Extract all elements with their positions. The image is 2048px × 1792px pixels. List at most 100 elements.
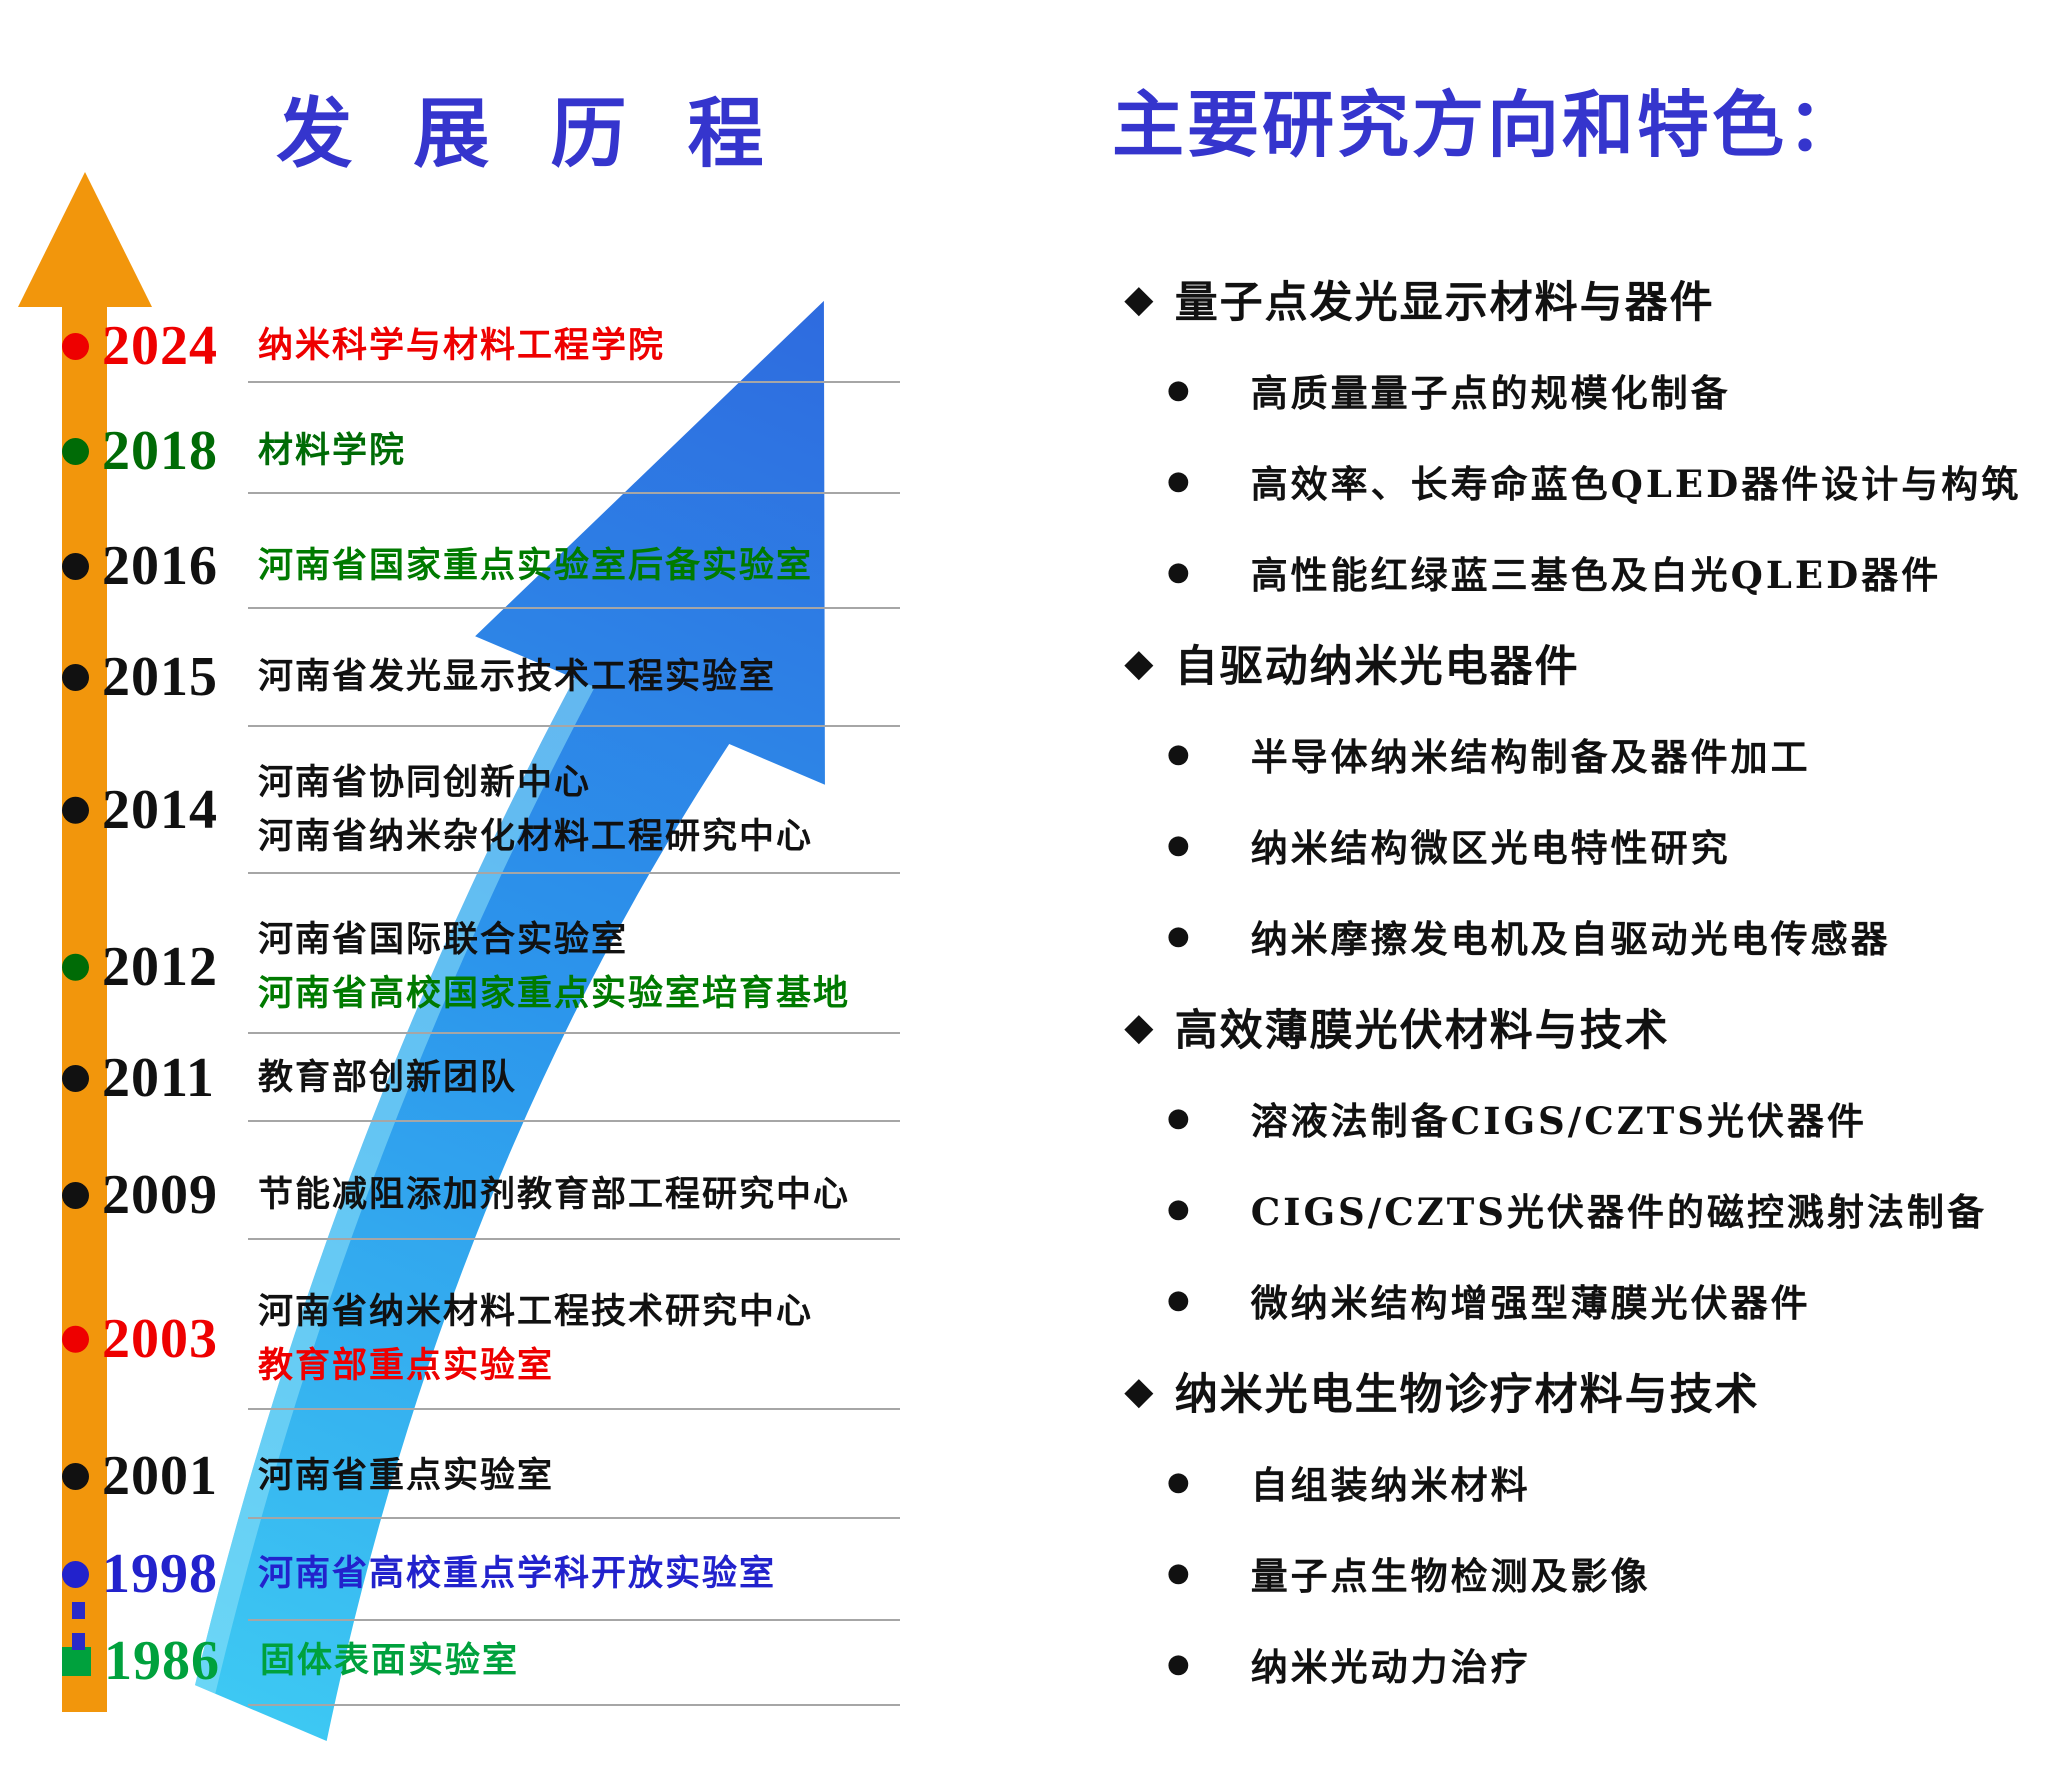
timeline-description: 教育部创新团队: [258, 1051, 517, 1105]
circle-marker-icon: [62, 1560, 89, 1588]
diamond-icon: ◆: [1125, 1005, 1155, 1047]
bullet-icon: ●: [1167, 374, 1193, 405]
research-item: ● 纳米摩擦发电机及自驱动光电传感器: [1125, 890, 2045, 981]
research-item-label: 溶液法制备CIGS/CZTS光伏器件: [1250, 1098, 1867, 1143]
timeline-description-line: 河南省国际联合实验室: [258, 918, 629, 960]
circle-marker-icon: [62, 1462, 89, 1490]
bullet-icon: ●: [1167, 1193, 1193, 1224]
circle-marker-icon: [62, 663, 89, 691]
research-item-label: CIGS/CZTS光伏器件的磁控溅射法制备: [1250, 1189, 1987, 1234]
research-item: ●半导体纳米结构制备及器件加工: [1125, 708, 2045, 799]
research-item: ●微纳米结构增强型薄膜光伏器件: [1125, 1254, 2045, 1345]
timeline-year: 2012: [102, 936, 218, 998]
timeline-divider-line: [248, 607, 900, 609]
research-section-heading: ◆ 高效薄膜光伏材料与技术: [1125, 981, 2045, 1072]
timeline-description-line: 节能减阻添加剂教育部工程研究中心: [258, 1173, 851, 1215]
timeline-description: 纳米科学与材料工程学院: [258, 319, 665, 373]
timeline-description-line: 河南省重点实验室: [258, 1454, 555, 1496]
research-section-heading-label: 高效薄膜光伏材料与技术: [1174, 1006, 1670, 1055]
timeline-entry-2003: 2003 河南省纳米材料工程技术研究中心教育部重点实验室: [62, 1285, 813, 1394]
timeline-description-line: 河南省高校国家重点实验室培育基地: [258, 973, 851, 1014]
bullet-icon: ●: [1167, 556, 1193, 587]
timeline-description: 节能减阻添加剂教育部工程研究中心: [258, 1168, 850, 1222]
timeline-description-line: 教育部创新团队: [258, 1056, 518, 1098]
timeline-axis-arrowhead-icon: [18, 172, 152, 307]
timeline-year: 2011: [102, 1047, 215, 1109]
timeline-description-line: 河南省协同创新中心: [258, 761, 592, 803]
timeline-year: 2018: [102, 420, 218, 482]
diamond-icon: ◆: [1125, 277, 1155, 319]
dashed-connector-square-icon: [72, 1602, 85, 1619]
circle-marker-icon: [62, 437, 89, 465]
timeline-description: 固体表面实验室: [260, 1634, 519, 1688]
timeline-year: 2024: [102, 315, 218, 377]
research-item-label: 自组装纳米材料: [1250, 1462, 1531, 1507]
timeline-description: 材料学院: [258, 424, 406, 478]
timeline-entry-2012: 2012 河南省国际联合实验室河南省高校国家重点实验室培育基地: [62, 913, 850, 1022]
timeline-description-line: 河南省发光显示技术工程实验室: [258, 655, 777, 697]
research-item: ●纳米光动力治疗: [1125, 1618, 2045, 1709]
timeline-title: 发 展 历 程: [276, 92, 784, 177]
circle-marker-icon: [62, 1181, 89, 1209]
research-item: ●量子点生物检测及影像: [1125, 1527, 2045, 1618]
timeline-description: 河南省高校重点学科开放实验室: [258, 1547, 776, 1601]
circle-marker-icon: [62, 1325, 89, 1353]
timeline-divider-line: [248, 872, 900, 874]
research-section-heading-label: 纳米光电生物诊疗材料与技术: [1174, 1370, 1760, 1419]
timeline-entry-2016: 2016 河南省国家重点实验室后备实验室: [62, 534, 813, 598]
circle-marker-icon: [62, 1064, 89, 1092]
timeline-description-line: 河南省国家重点实验室后备实验室: [258, 544, 814, 586]
timeline-year: 2009: [102, 1164, 218, 1226]
timeline-year: 1986: [104, 1630, 220, 1692]
square-marker-icon: [62, 1646, 91, 1676]
research-item: ● 纳米结构微区光电特性研究: [1125, 799, 2045, 890]
bullet-icon: ●: [1167, 829, 1193, 860]
timeline-entry-2009: 2009 节能减阻添加剂教育部工程研究中心: [62, 1163, 850, 1227]
diamond-icon: ◆: [1125, 1369, 1155, 1411]
circle-marker-icon: [62, 552, 89, 580]
timeline-entry-2024: 2024 纳米科学与材料工程学院: [62, 314, 665, 378]
timeline-divider-line: [248, 1704, 900, 1706]
research-section-heading-label: 量子点发光显示材料与器件: [1174, 278, 1715, 327]
timeline-divider-line: [248, 492, 900, 494]
research-item: ● 高效率、长寿命蓝色QLED器件设计与构筑: [1125, 435, 2045, 526]
bullet-icon: ●: [1167, 465, 1193, 496]
timeline-divider-line: [248, 1619, 900, 1621]
timeline-description-line: 河南省高校重点学科开放实验室: [258, 1552, 777, 1594]
timeline-description-line: 固体表面实验室: [260, 1639, 520, 1681]
timeline-description: 河南省协同创新中心河南省纳米杂化材料工程研究中心: [258, 756, 813, 865]
research-item-label: 半导体纳米结构制备及器件加工: [1250, 734, 1811, 779]
research-section-heading: ◆ 量子点发光显示材料与器件: [1125, 253, 2045, 344]
diamond-icon: ◆: [1125, 641, 1155, 683]
timeline-description: 河南省发光显示技术工程实验室: [258, 650, 776, 704]
timeline-description: 河南省纳米材料工程技术研究中心教育部重点实验室: [258, 1285, 813, 1394]
research-item: ●溶液法制备CIGS/CZTS光伏器件: [1125, 1072, 2045, 1163]
research-item: ●高性能红绿蓝三基色及白光QLED器件: [1125, 526, 2045, 617]
timeline-divider-line: [248, 1517, 900, 1519]
research-section-heading: ◆自驱动纳米光电器件: [1125, 617, 2045, 708]
research-item-label: 高效率、长寿命蓝色QLED器件设计与构筑: [1250, 461, 2022, 506]
circle-marker-icon: [62, 332, 89, 360]
research-item-label: 纳米摩擦发电机及自驱动光电传感器: [1250, 916, 1891, 961]
research-title: 主要研究方向和特色：: [1112, 86, 1863, 166]
timeline-entry-2018: 2018 材料学院: [62, 419, 406, 483]
timeline-year: 2016: [102, 535, 218, 597]
research-item-label: 微纳米结构增强型薄膜光伏器件: [1250, 1280, 1811, 1325]
timeline-entry-1998: 1998 河南省高校重点学科开放实验室: [62, 1542, 776, 1606]
research-item: ●高质量量子点的规模化制备: [1125, 344, 2045, 435]
timeline-year: 2003: [102, 1308, 218, 1370]
timeline-description: 河南省重点实验室: [258, 1449, 554, 1503]
research-item-label: 纳米结构微区光电特性研究: [1250, 825, 1731, 870]
bullet-icon: ●: [1167, 920, 1193, 951]
timeline-divider-line: [248, 725, 900, 727]
timeline-description-line: 教育部重点实验室: [258, 1345, 555, 1386]
timeline-year: 1998: [102, 1543, 218, 1605]
timeline-entry-2011: 2011 教育部创新团队: [62, 1046, 517, 1110]
dashed-connector-square-icon: [72, 1633, 85, 1650]
circle-marker-icon: [62, 953, 89, 981]
timeline-description: 河南省国家重点实验室后备实验室: [258, 539, 813, 593]
